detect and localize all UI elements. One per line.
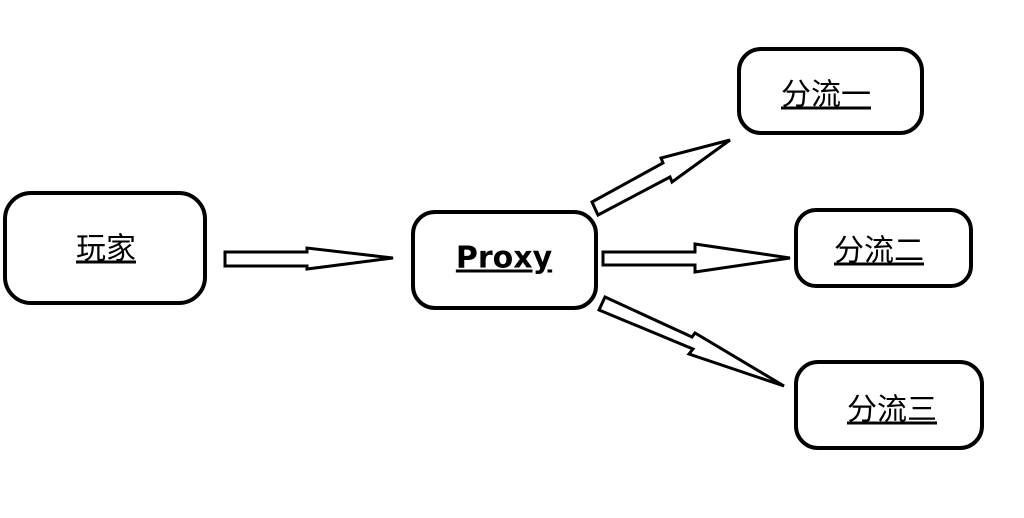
node-branch3-box (794, 360, 984, 450)
node-player: 玩家 (3, 191, 207, 305)
node-branch1-box (737, 47, 924, 135)
node-proxy-label: Proxy (456, 241, 553, 276)
arrow-player-to-proxy (223, 246, 394, 271)
node-branch2: 分流二 (794, 208, 973, 288)
node-branch3: 分流三 (794, 360, 984, 450)
node-branch2-label: 分流二 (834, 234, 924, 269)
node-player-label: 玩家 (76, 232, 136, 267)
node-proxy-box (411, 210, 598, 310)
arrow-proxy-to-branch3 (596, 295, 785, 388)
node-branch3-label: 分流三 (847, 393, 937, 428)
arrow-proxy-to-branch2 (601, 242, 791, 274)
node-proxy: Proxy (411, 210, 598, 310)
node-player-box (3, 191, 207, 305)
node-branch1: 分流一 (737, 47, 924, 135)
node-branch2-box (794, 208, 973, 288)
node-branch1-label: 分流一 (781, 78, 871, 113)
arrow-proxy-to-branch1 (590, 138, 731, 218)
arrows (223, 138, 791, 388)
